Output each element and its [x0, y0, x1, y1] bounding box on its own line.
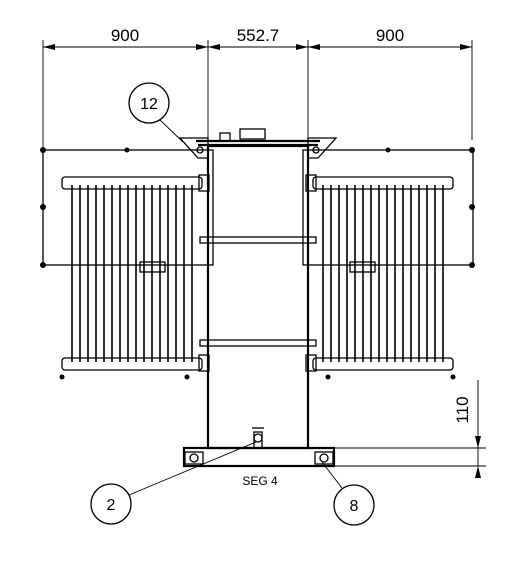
- central-tank: [178, 128, 338, 468]
- right-fins: [322, 185, 444, 362]
- callout-8: 8: [321, 461, 375, 526]
- dim-right-width: 900: [376, 26, 404, 45]
- callout-12-label: 12: [140, 96, 158, 113]
- left-fins: [71, 185, 193, 362]
- left-radiator: [40, 147, 214, 380]
- segment-label: SEG 4: [242, 474, 278, 488]
- dim-height: 110: [453, 396, 472, 423]
- dim-left-width: 900: [111, 26, 139, 45]
- callout-8-label: 8: [350, 498, 359, 515]
- height-dimension: 110: [334, 380, 486, 478]
- dim-center-width: 552.7: [237, 26, 280, 45]
- callout-12: 12: [128, 82, 184, 143]
- top-dimensions: 900 552.7 900: [42, 26, 473, 150]
- callout-2-label: 2: [107, 497, 116, 514]
- drain-valve: [252, 427, 264, 449]
- right-radiator: [302, 147, 475, 380]
- callout-2: 2: [90, 441, 257, 525]
